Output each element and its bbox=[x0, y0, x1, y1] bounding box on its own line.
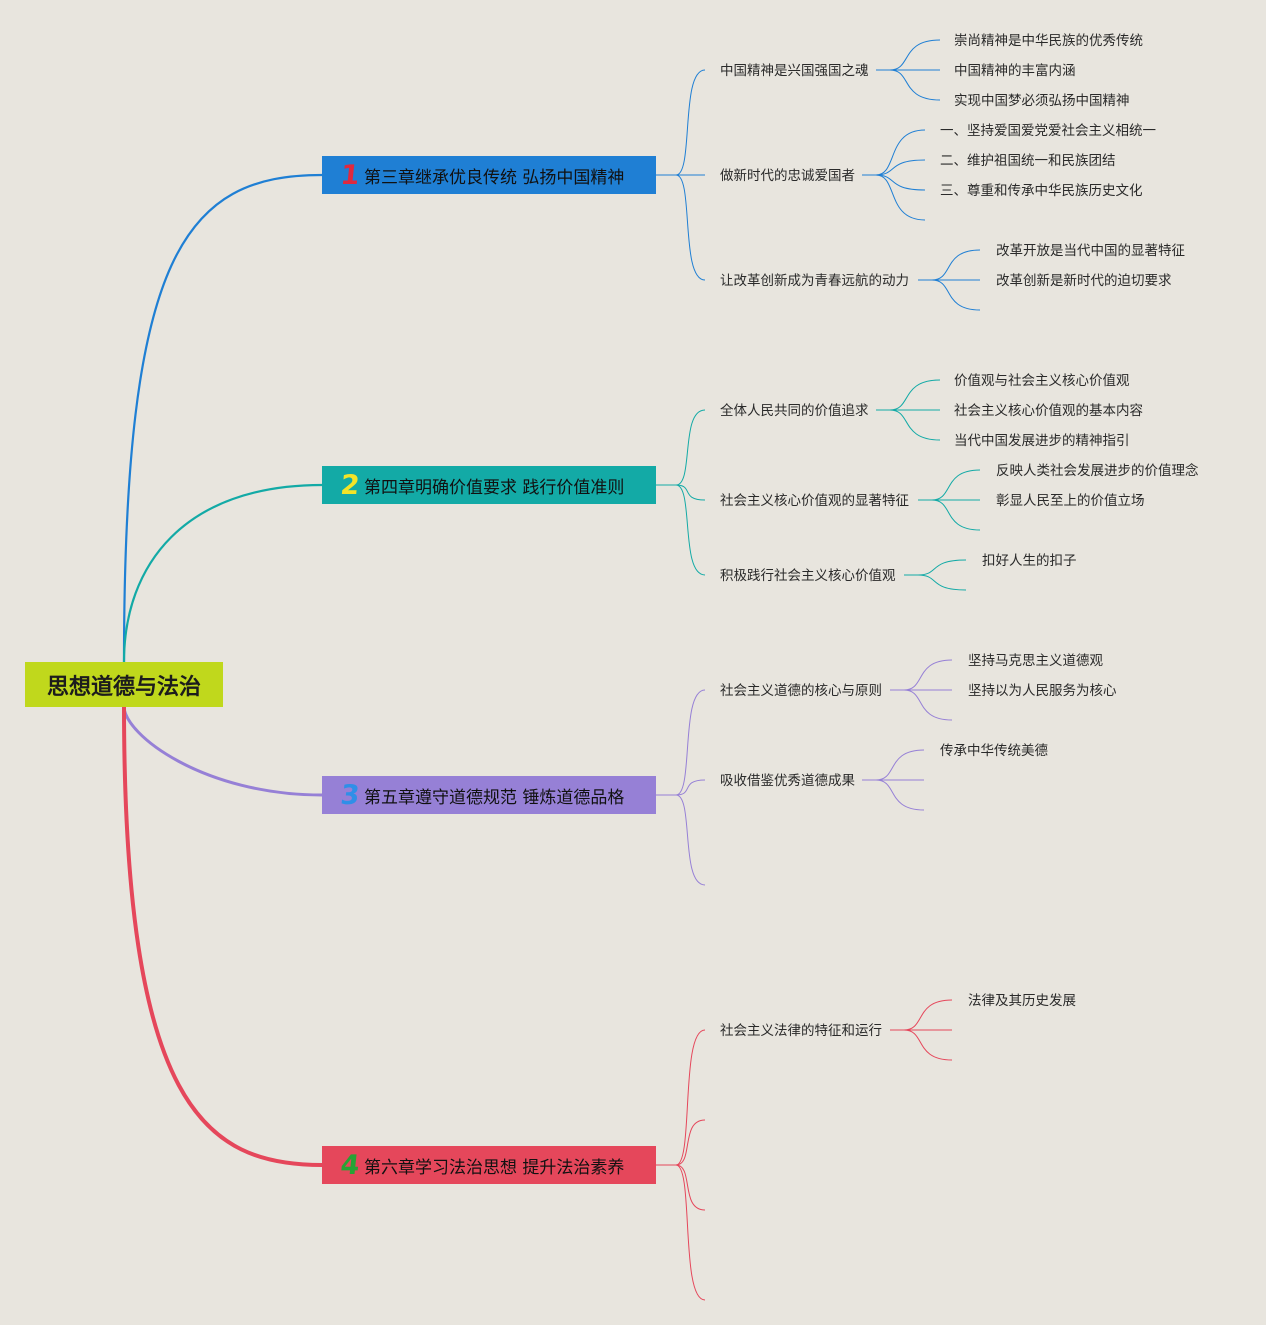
chapter-1-section-1[interactable]: 中国精神是兴国强国之魂 bbox=[720, 63, 869, 79]
root-to-chapter-1-connector bbox=[122, 173, 323, 663]
chapter-1-node[interactable]: 1 第三章继承优良传统 弘扬中国精神 bbox=[322, 156, 656, 194]
chapter-2-section-1[interactable]: 全体人民共同的价值追求 bbox=[720, 403, 869, 419]
chapter-1-section-2-leaf-3 bbox=[862, 174, 926, 191]
chapter-3-section-1-item-1[interactable]: 坚持马克思主义道德观 bbox=[968, 653, 1103, 669]
chapter-2-section-1-item-2[interactable]: 社会主义核心价值观的基本内容 bbox=[954, 403, 1143, 419]
chapter-1-section-2-leaf-2 bbox=[862, 159, 926, 176]
chapter-2-title: 第四章明确价值要求 践行价值准则 bbox=[364, 477, 625, 498]
chapter-3-section-1-item-2[interactable]: 坚持以为人民服务为核心 bbox=[968, 683, 1117, 699]
chapter-1-branch-3 bbox=[656, 174, 706, 281]
chapter-4-title: 第六章学习法治思想 提升法治素养 bbox=[364, 1157, 625, 1178]
chapter-4-section-1-leaf-1 bbox=[890, 999, 953, 1031]
root-topic[interactable]: 思想道德与法治 bbox=[25, 662, 223, 707]
chapter-1-title: 第三章继承优良传统 弘扬中国精神 bbox=[364, 167, 625, 188]
chapter-2-section-2[interactable]: 社会主义核心价值观的显著特征 bbox=[720, 493, 909, 509]
chapter-2-section-1-item-1[interactable]: 价值观与社会主义核心价值观 bbox=[954, 373, 1130, 389]
chapter-1-section-3-leaf-3 bbox=[918, 279, 981, 311]
chapter-2-section-2-item-1[interactable]: 反映人类社会发展进步的价值理念 bbox=[996, 463, 1199, 479]
chapter-2-section-3-item-1[interactable]: 扣好人生的扣子 bbox=[982, 553, 1077, 569]
chapter-2-section-2-leaf-1 bbox=[918, 469, 981, 501]
chapter-3-section-2-leaf-1 bbox=[862, 749, 925, 781]
chapter-4-node[interactable]: 4 第六章学习法治思想 提升法治素养 bbox=[322, 1146, 656, 1184]
chapter-1-section-3[interactable]: 让改革创新成为青春远航的动力 bbox=[720, 273, 909, 289]
chapter-1-section-2[interactable]: 做新时代的忠诚爱国者 bbox=[720, 168, 855, 184]
chapter-2-section-2-leaf-3 bbox=[918, 499, 981, 531]
chapter-3-node[interactable]: 3 第五章遵守道德规范 锤炼道德品格 bbox=[322, 776, 656, 814]
chapter-1-section-1-item-2[interactable]: 中国精神的丰富内涵 bbox=[954, 63, 1076, 79]
chapter-2-section-1-leaf-1 bbox=[876, 379, 941, 411]
chapter-1-section-1-leaf-3 bbox=[876, 69, 941, 101]
chapter-2-section-3-leaf-2 bbox=[904, 574, 967, 591]
chapter-1-branch-1 bbox=[656, 69, 706, 176]
chapter-4-branch-2 bbox=[656, 1119, 706, 1166]
chapter-2-section-3-leaf-1 bbox=[904, 559, 967, 576]
chapter-2-section-2-item-2[interactable]: 彰显人民至上的价值立场 bbox=[996, 493, 1145, 509]
chapter-1-number: 1 bbox=[338, 159, 362, 191]
chapter-3-section-2-item-1[interactable]: 传承中华传统美德 bbox=[940, 743, 1048, 759]
chapter-1-section-3-item-2[interactable]: 改革创新是新时代的迫切要求 bbox=[996, 273, 1172, 289]
chapter-1-section-2-item-2[interactable]: 二、维护祖国统一和民族团结 bbox=[940, 153, 1116, 169]
chapter-2-section-1-item-3[interactable]: 当代中国发展进步的精神指引 bbox=[954, 433, 1130, 449]
chapter-1-section-2-item-3[interactable]: 三、尊重和传承中华民族历史文化 bbox=[940, 183, 1143, 199]
root-to-chapter-2-connector bbox=[122, 483, 323, 663]
chapter-4-section-1[interactable]: 社会主义法律的特征和运行 bbox=[720, 1023, 882, 1039]
chapter-3-section-1[interactable]: 社会主义道德的核心与原则 bbox=[720, 683, 882, 699]
chapter-3-section-2[interactable]: 吸收借鉴优秀道德成果 bbox=[720, 773, 855, 789]
chapter-1-section-3-item-1[interactable]: 改革开放是当代中国的显著特征 bbox=[996, 243, 1185, 259]
chapter-4-number: 4 bbox=[338, 1149, 362, 1181]
chapter-1-section-3-leaf-1 bbox=[918, 249, 981, 281]
root-to-chapter-4-connector bbox=[122, 705, 323, 1167]
chapter-1-section-1-leaf-1 bbox=[876, 39, 941, 71]
chapter-2-section-1-leaf-3 bbox=[876, 409, 941, 441]
chapter-2-branch-3 bbox=[656, 484, 706, 576]
chapter-4-branch-1 bbox=[656, 1029, 706, 1166]
chapter-2-section-3[interactable]: 积极践行社会主义核心价值观 bbox=[720, 568, 896, 584]
chapter-2-node[interactable]: 2 第四章明确价值要求 践行价值准则 bbox=[322, 466, 656, 504]
chapter-3-number: 3 bbox=[338, 779, 362, 811]
chapter-4-branch-3 bbox=[656, 1164, 706, 1211]
chapter-1-section-1-item-3[interactable]: 实现中国梦必须弘扬中国精神 bbox=[954, 93, 1130, 109]
chapter-1-section-1-item-1[interactable]: 崇尚精神是中华民族的优秀传统 bbox=[954, 33, 1143, 49]
chapter-3-section-1-leaf-3 bbox=[890, 689, 953, 721]
chapter-4-branch-4 bbox=[656, 1164, 706, 1301]
root-to-chapter-3-connector bbox=[122, 705, 323, 797]
chapter-3-section-2-leaf-3 bbox=[862, 779, 925, 811]
root-topic-label: 思想道德与法治 bbox=[46, 674, 201, 700]
chapter-2-branch-1 bbox=[656, 409, 706, 486]
chapter-1-section-2-item-1[interactable]: 一、坚持爱国爱党爱社会主义相统一 bbox=[940, 123, 1156, 139]
chapter-2-number: 2 bbox=[338, 469, 362, 501]
chapter-1-section-2-leaf-4 bbox=[862, 174, 926, 221]
chapter-3-branch-3 bbox=[656, 794, 706, 886]
chapter-4-section-1-item-1[interactable]: 法律及其历史发展 bbox=[968, 993, 1076, 1009]
chapter-3-branch-1 bbox=[656, 689, 706, 796]
chapter-3-title: 第五章遵守道德规范 锤炼道德品格 bbox=[364, 787, 625, 808]
chapter-3-section-1-leaf-1 bbox=[890, 659, 953, 691]
chapter-4-section-1-leaf-3 bbox=[890, 1029, 953, 1061]
